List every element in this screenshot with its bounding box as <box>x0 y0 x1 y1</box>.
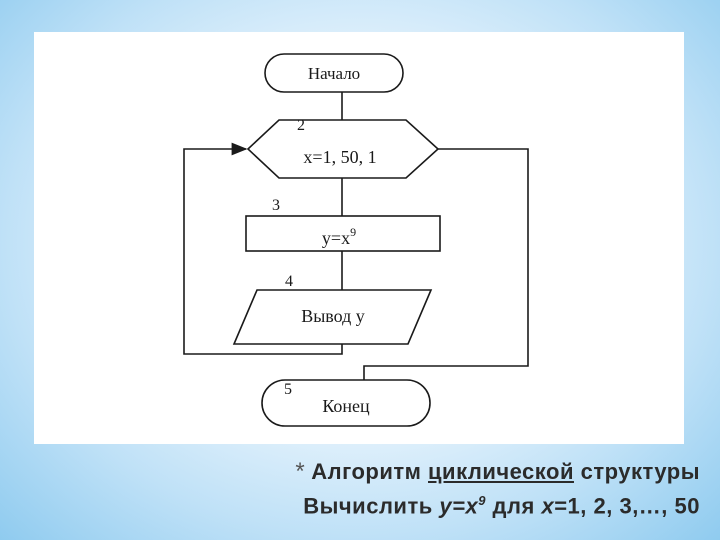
output-parallelogram-shape <box>232 289 433 345</box>
caption-task-formula: y=x <box>439 493 479 519</box>
loop-back-line <box>183 142 343 355</box>
caption-task-range: =1, 2, 3,…, 50 <box>554 493 700 519</box>
output-label: Вывод y <box>301 306 365 326</box>
caption-task-verb: Вычислить <box>303 493 440 519</box>
start-terminal-shape <box>264 53 404 93</box>
output-number: 4 <box>285 273 293 290</box>
caption-task: Вычислить y=x9 для x=1, 2, 3,…, 50 <box>0 493 700 519</box>
end-label: Конец <box>322 396 370 416</box>
process-label: y=x9 <box>322 225 356 248</box>
caption-title-underlined: циклической <box>428 459 574 484</box>
caption-title-part1: Алгоритм <box>311 459 429 484</box>
loop-exit-line <box>363 148 529 380</box>
end-number: 5 <box>284 381 292 398</box>
flowchart-panel: Начало 2 x=1, 50, 1 3 y=x9 4 Вывод y 5 К… <box>34 32 684 444</box>
loop-number: 2 <box>297 117 305 134</box>
process-rectangle-shape <box>245 215 441 252</box>
process-label-superscript: 9 <box>350 225 356 239</box>
caption-task-formula-exponent: 9 <box>478 493 486 508</box>
end-terminal-shape <box>261 379 431 427</box>
loop-label: x=1, 50, 1 <box>303 147 376 167</box>
caption-task-variable: x <box>541 493 555 519</box>
start-label: Начало <box>308 64 360 83</box>
process-number: 3 <box>272 197 280 214</box>
caption-title-part3: структуры <box>573 459 700 484</box>
asterisk-bullet: * <box>295 458 306 485</box>
flowchart-diagram: Начало 2 x=1, 50, 1 3 y=x9 4 Вывод y 5 К… <box>183 53 529 427</box>
loop-hexagon-shape <box>246 119 440 179</box>
caption-task-for: для <box>485 493 542 519</box>
caption-title: *Алгоритм циклической структуры <box>0 458 700 486</box>
